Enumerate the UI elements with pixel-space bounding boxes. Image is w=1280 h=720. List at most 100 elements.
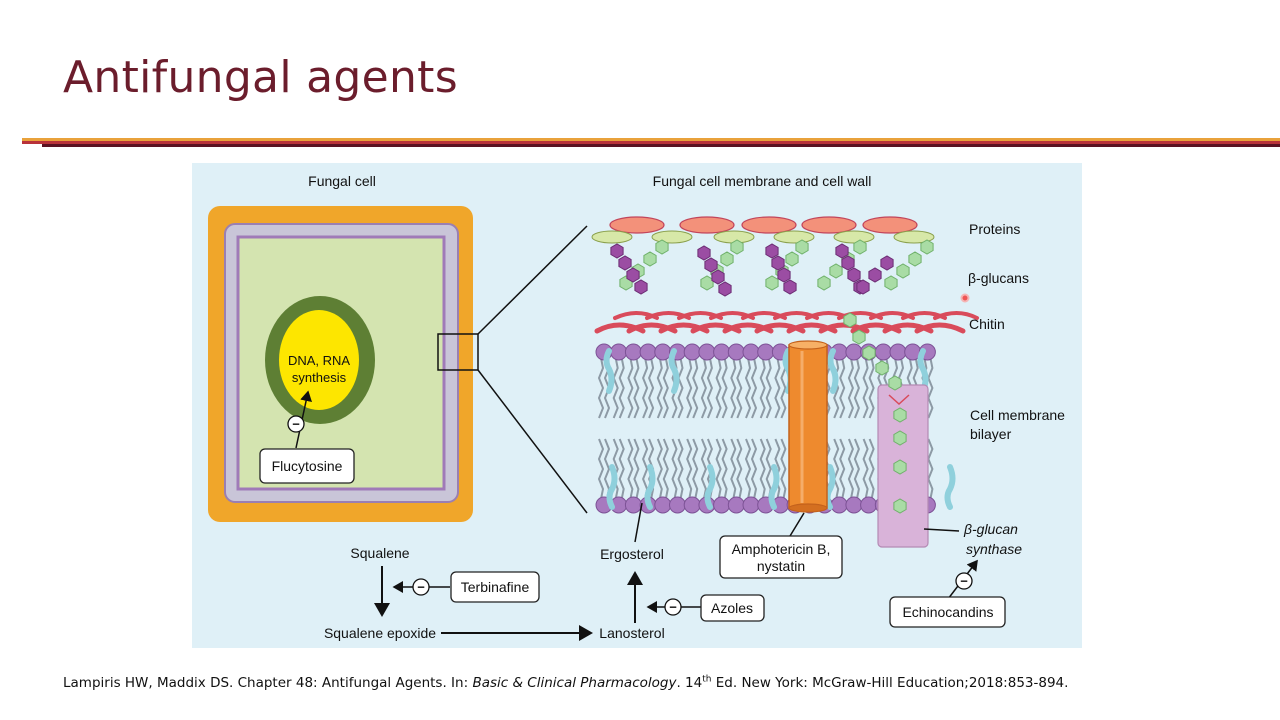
chitin-unit [634,279,648,295]
flucytosine-box [259,448,355,484]
chitin-unit [783,279,797,295]
phospholipid-head [727,496,745,514]
membrane-panel-title: Fungal cell membrane and cell wall [653,173,872,189]
phospholipid-head [757,343,775,361]
phospholipid-head [874,343,892,361]
flucytosine-inhibition-symbol: − [292,417,300,432]
ergosterol-molecule [917,348,929,394]
lipid-tail [642,357,649,419]
phospholipid-head [742,343,760,361]
glucan-unit [920,239,934,255]
glucan-unit [862,345,876,361]
beta-glucan-chains [610,239,934,297]
phospholipid-head [742,496,760,514]
chitin-unit [771,255,785,271]
glucan-unit [893,459,907,475]
glucan-unit [643,251,657,267]
phospholipid-head [845,496,863,514]
fungal-cell-title: Fungal cell [308,173,376,189]
fungal-cell: DNA, RNA synthesis − Flucytosine [208,206,479,522]
echinocandin-inhibition-symbol: − [960,574,968,589]
phospholipid-head [713,343,731,361]
citation-book-title: Basic & Clinical Pharmacology [472,675,677,691]
chitin-unit [880,255,894,271]
chitin-unit [626,267,640,283]
nucleus-label-line1: DNA, RNA [288,353,350,368]
phospholipid-head [669,496,686,514]
lipid-tail [744,438,752,500]
lipid-tail [839,357,846,419]
citation-edition-suffix: th [702,674,712,685]
amphotericin-box [719,535,843,579]
lipid-tail [671,438,678,500]
lipid-tail [633,357,640,419]
lipid-tail [765,357,772,419]
membrane-label-line2: bilayer [970,426,1012,442]
lipid-tail [730,438,737,500]
echinocandin-inhibition-icon [955,572,973,590]
pointer-indicator [960,293,970,303]
zoom-region-box [437,333,479,371]
lipid-tail [627,357,634,419]
mannoprotein [893,230,935,244]
glucan-unit [853,239,867,255]
chitin-unit [618,255,632,271]
lipid-tail [686,438,693,500]
chitin-unit [841,255,855,271]
echinocandins-label: Echinocandins [902,604,993,620]
mannoprotein [833,230,875,244]
lipid-tail [750,357,758,419]
lipid-tail [736,438,743,500]
nascent-glucan-chain [843,312,907,514]
ergosterol-molecule [644,464,656,510]
lipid-tail [597,438,605,500]
lipid-tail [736,357,743,419]
wall-protein [679,216,735,234]
lipid-tail [750,438,758,500]
lipid-tail [839,438,846,500]
lipid-tail [692,438,699,500]
lipid-tail [780,438,787,500]
lipid-tail [833,438,840,500]
beta-glucans-label: β-glucans [968,270,1029,286]
phospholipid-head [683,343,701,361]
lipid-tail [633,438,640,500]
lipid-tail [618,438,625,500]
ergosterol-molecule [704,464,716,510]
glucan-unit [795,239,809,255]
lipid-tail [833,357,840,419]
glucan-unit [875,360,889,376]
glucan-unit [893,407,907,423]
azoles-inhibition-symbol: − [669,600,677,615]
proteins-label: Proteins [969,221,1020,237]
slide-title: Antifungal agents [63,52,458,103]
lipid-tail [686,357,693,419]
wall-protein [801,216,857,234]
lipid-tail [862,357,869,419]
glucan-unit [765,275,779,291]
glucan-unit [884,275,898,291]
lipid-tail [759,438,766,500]
membrane-zoom [591,216,979,548]
terbinafine-inhibition-icon [412,578,430,596]
nucleus-label-line2: synthesis [292,370,347,385]
squalene-epoxide-label: Squalene epoxide [324,625,436,641]
chitin-unit [777,267,791,283]
lipid-tail [721,438,728,500]
lipid-tail [927,357,934,419]
glucan-unit [817,275,831,291]
lipid-tail [774,357,781,419]
lipid-tail [612,438,619,500]
ergosterol-molecule [944,464,956,510]
azoles-inhibition-icon [664,598,682,616]
antifungal-mechanism-diagram: Fungal cell Fungal cell membrane and cel… [192,163,1082,648]
ergosterol-label: Ergosterol [600,546,664,562]
lipid-tail [700,357,707,419]
chitin-unit [697,245,711,261]
lipid-tail [847,438,854,500]
glucan-unit [785,251,799,267]
lipid-tail [597,357,605,419]
glucan-unit [896,263,910,279]
lipid-tail [744,357,752,419]
phospholipid-head [860,496,878,514]
